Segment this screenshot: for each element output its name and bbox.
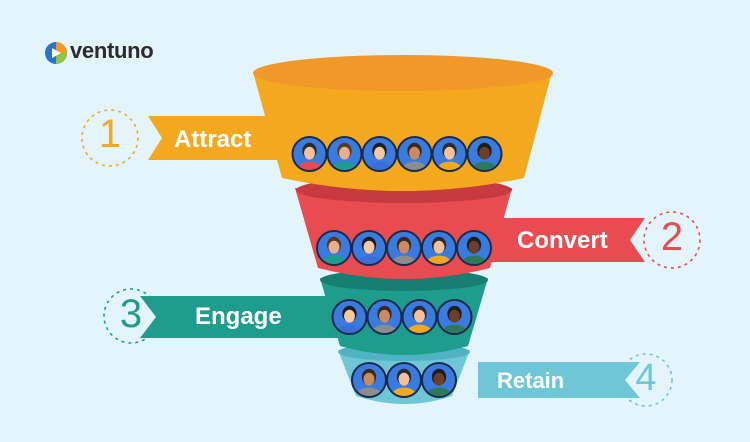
stage-3-number: 3 [119, 292, 143, 336]
stage-1-person-avatar [466, 136, 503, 172]
stage-1-person-avatar [291, 136, 328, 172]
stage-1-number: 1 [98, 112, 122, 156]
stage-3-number-ring [103, 288, 159, 344]
stage-4-number-ring [619, 353, 673, 407]
stage-2-person-avatar [351, 230, 387, 266]
stage-2-person-avatar [421, 230, 457, 266]
stage-2-banner [470, 218, 645, 262]
stage-1-person-avatar [396, 136, 433, 172]
stage-3-person-avatar [331, 299, 368, 335]
stage-2-person-avatar [456, 230, 492, 266]
stage-2-person-avatar [316, 230, 352, 266]
stage-2-number-ring [643, 211, 701, 269]
stage-2-label: Convert [517, 227, 608, 254]
stage-1-number-ring [81, 109, 139, 167]
stage-4-person-avatar [351, 362, 387, 398]
stage-3-person-avatar [366, 299, 403, 335]
stage-3-person-avatar [436, 299, 473, 335]
stage-4-number: 4 [635, 357, 657, 399]
stage-2-person-avatar [386, 230, 422, 266]
stage-1-label: Attract [174, 126, 252, 153]
stage-4-label: Retain [497, 368, 565, 393]
stage-1-person-avatar [431, 136, 468, 172]
ventuno-logo-icon [45, 42, 67, 64]
stage-4-person-avatar [386, 362, 422, 398]
stage-4-person-avatar [421, 362, 457, 398]
stage-1-banner [148, 116, 320, 160]
stage-4-banner [478, 362, 640, 398]
stage-3-label: Engage [195, 303, 282, 330]
stage-2-number: 2 [660, 215, 684, 259]
stage-3-banner [140, 296, 340, 338]
brand-name: ventuno [70, 38, 154, 63]
stage-3-person-avatar [401, 299, 438, 335]
